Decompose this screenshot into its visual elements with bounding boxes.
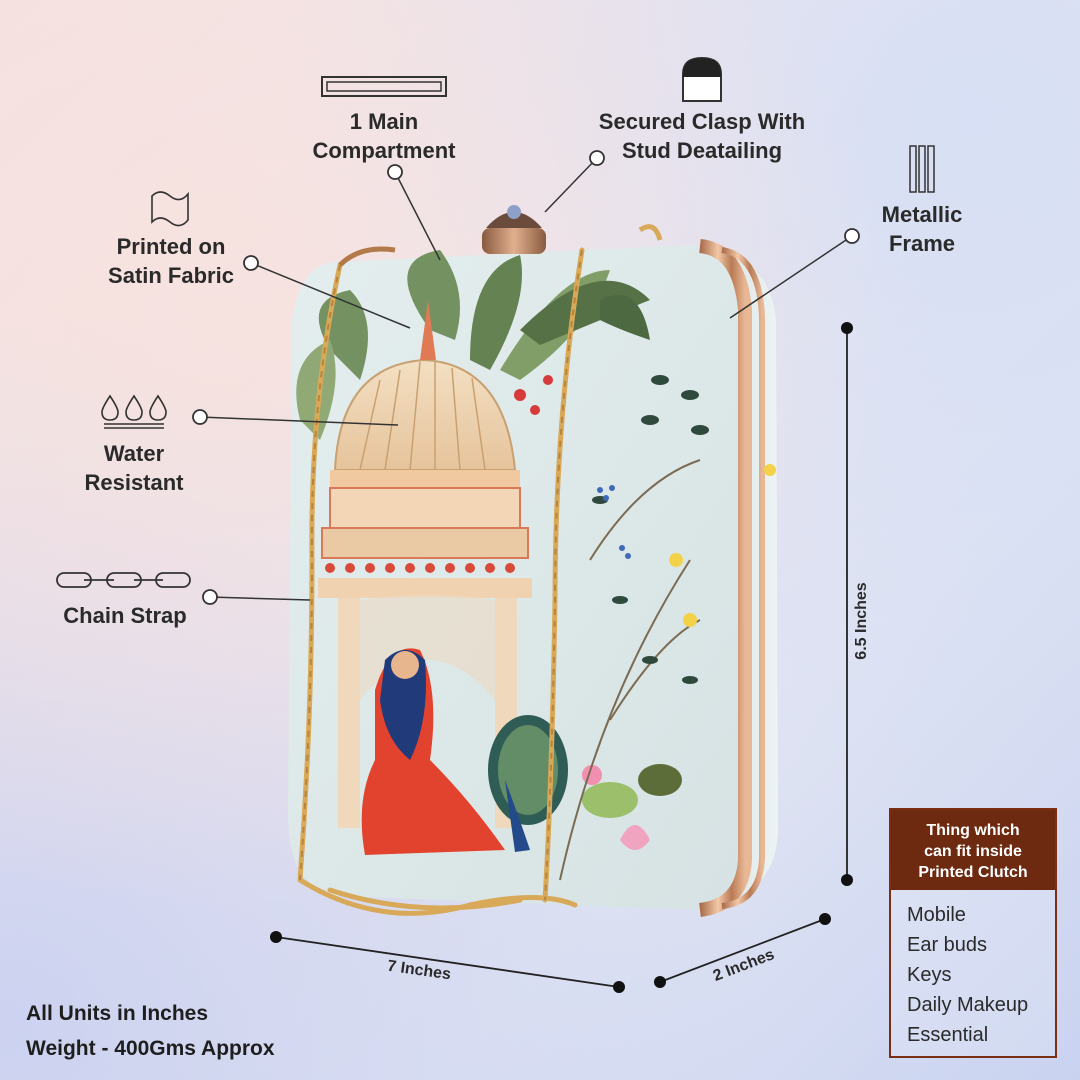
fits-inside-box: Thing which can fit inside Printed Clutc… — [889, 808, 1057, 1058]
fits-inside-title-text: Thing which can fit inside Printed Clutc… — [918, 822, 1028, 881]
compartment-icon — [321, 76, 447, 97]
units-note: All Units in Inches — [26, 1002, 209, 1025]
fabric-icon — [151, 191, 189, 227]
feature-secured-clasp: Secured Clasp With Stud Deatailing — [598, 109, 806, 163]
chain-icon — [56, 572, 191, 588]
depth-dimension-line — [659, 918, 826, 983]
width-dimension-line — [275, 936, 620, 988]
list-item: Essential — [907, 1024, 989, 1046]
callout-dot-frame — [844, 228, 860, 244]
feature-main-compartment: 1 Main Compartment — [312, 109, 456, 163]
feature-chain-strap: Chain Strap — [63, 603, 187, 628]
callout-dot-water — [192, 409, 208, 425]
callout-dot-clasp — [589, 150, 605, 166]
list-item: Keys — [907, 964, 952, 986]
feature-metallic-frame: Metallic Frame — [881, 202, 963, 256]
list-item: Mobile — [907, 904, 966, 926]
fits-inside-list: Mobile Ear buds Keys Daily Makeup Essent… — [891, 890, 1055, 1050]
weight-note: Weight - 400Gms Approx — [26, 1037, 275, 1060]
callout-dot-compartment — [387, 164, 403, 180]
clasp-icon — [682, 56, 722, 102]
frame-icon — [909, 145, 935, 193]
fits-inside-title: Thing which can fit inside Printed Clutc… — [891, 810, 1055, 890]
callout-dot-chain — [202, 589, 218, 605]
height-dimension-label: 6.5 Inches — [853, 582, 870, 660]
list-item: Daily Makeup — [907, 994, 1029, 1016]
water-drop-icon — [101, 394, 167, 429]
feature-printed-fabric: Printed on Satin Fabric — [108, 234, 234, 288]
list-item: Ear buds — [907, 934, 988, 956]
callout-dot-fabric — [243, 255, 259, 271]
feature-water-resistant: Water Resistant — [84, 441, 184, 495]
